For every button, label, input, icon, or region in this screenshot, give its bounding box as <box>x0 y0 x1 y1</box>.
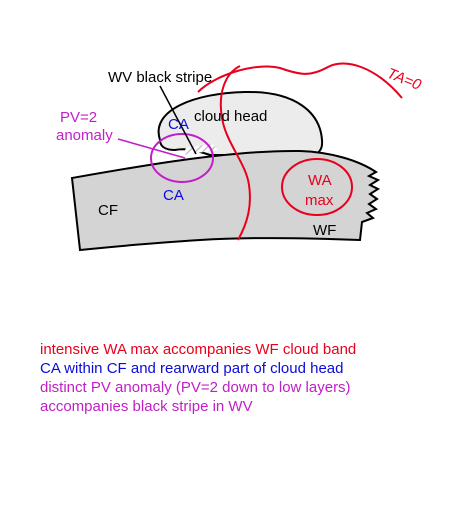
wv-stripe-leader <box>159 85 197 155</box>
cf-label: CF <box>98 202 118 219</box>
caption-line-ca: CA within CF and rearward part of cloud … <box>40 360 344 377</box>
cloud-head-label: cloud head <box>194 108 267 125</box>
wa-max-ellipse <box>281 158 353 216</box>
caption-block: intensive WA max accompanies WF cloud ba… <box>40 340 356 416</box>
wv-stripe-label: WV black stripe <box>108 69 212 86</box>
conceptual-model-diagram: TA=0 WV black stripe cloud head PV=2 ano… <box>56 62 425 252</box>
caption-line-wa: intensive WA max accompanies WF cloud ba… <box>40 341 357 358</box>
cloud-band-shape <box>70 149 381 252</box>
wf-label: WF <box>313 222 336 239</box>
wa-max-label-line2: max <box>305 192 334 209</box>
wa-max-label-line1: WA <box>308 172 332 189</box>
caption-line-pv: distinct PV anomaly (PV=2 down to low la… <box>40 379 351 396</box>
ta-zero-contour <box>197 62 403 99</box>
ca-lower-label: CA <box>163 187 184 204</box>
pv-anomaly-leader <box>117 138 186 159</box>
caption-line-wv: accompanies black stripe in WV <box>40 398 253 415</box>
ta-zero-contour-lower <box>219 65 251 241</box>
pv-anomaly-label-line2: anomaly <box>56 127 113 144</box>
ca-upper-label: CA <box>168 116 189 133</box>
pv-anomaly-ellipse <box>150 133 214 183</box>
pv-anomaly-label-line1: PV=2 <box>60 109 97 126</box>
ta-zero-label: TA=0 <box>385 65 425 94</box>
